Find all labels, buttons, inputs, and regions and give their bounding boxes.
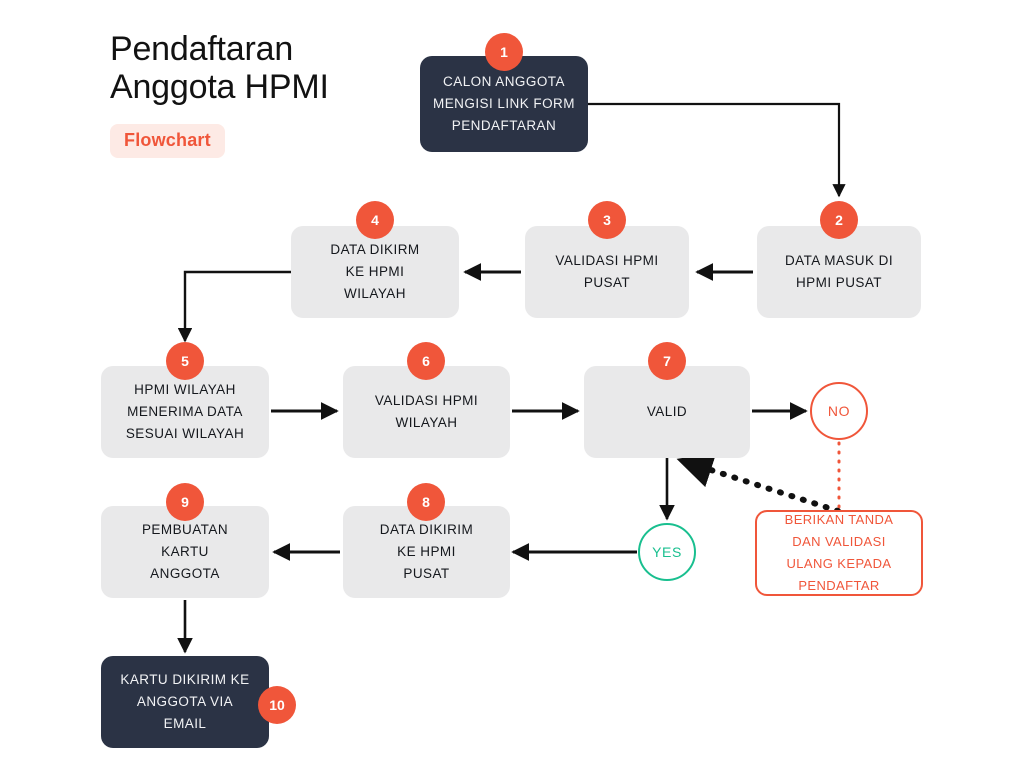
node-step-10[interactable]: KARTU DIKIRIM KE ANGGOTA VIA EMAIL <box>101 656 269 748</box>
step-badge-2: 2 <box>820 201 858 239</box>
decision-yes[interactable]: YES <box>638 523 696 581</box>
step-number: 7 <box>663 353 671 369</box>
node-label: PEMBUATAN KARTU ANGGOTA <box>141 522 229 581</box>
step-badge-3: 3 <box>588 201 626 239</box>
step-number: 5 <box>181 353 189 369</box>
edge-4-to-5 <box>177 270 291 343</box>
step-number: 3 <box>603 212 611 228</box>
node-step-3[interactable]: VALIDASI HPMI PUSAT <box>525 226 689 318</box>
node-label: DATA DIKIRIM KE HPMI PUSAT <box>379 522 474 581</box>
node-label: VALID <box>646 404 688 420</box>
step-badge-8: 8 <box>407 483 445 521</box>
note-label: BERIKAN TANDA DAN VALIDASI ULANG KEPADA … <box>784 512 894 593</box>
step-number: 8 <box>422 494 430 510</box>
node-step-8[interactable]: DATA DIKIRIM KE HPMI PUSAT <box>343 506 510 598</box>
step-badge-1: 1 <box>485 33 523 71</box>
decision-label: NO <box>827 403 851 419</box>
step-badge-5: 5 <box>166 342 204 380</box>
decision-no[interactable]: NO <box>810 382 868 440</box>
node-step-4[interactable]: DATA DIKIRM KE HPMI WILAYAH <box>291 226 459 318</box>
node-label: VALIDASI HPMI PUSAT <box>555 253 659 290</box>
node-label: KARTU DIKIRIM KE ANGGOTA VIA EMAIL <box>120 672 250 731</box>
step-number: 6 <box>422 353 430 369</box>
node-label: CALON ANGGOTA MENGISI LINK FORM PENDAFTA… <box>433 74 575 133</box>
step-badge-10: 10 <box>258 686 296 724</box>
step-number: 4 <box>371 212 379 228</box>
flowchart-badge: Flowchart <box>110 124 225 158</box>
step-badge-4: 4 <box>356 201 394 239</box>
page-title: Pendaftaran Anggota HPMI <box>110 30 329 107</box>
node-step-5[interactable]: HPMI WILAYAH MENERIMA DATA SESUAI WILAYA… <box>101 366 269 458</box>
step-badge-9: 9 <box>166 483 204 521</box>
step-badge-6: 6 <box>407 342 445 380</box>
note-revalidate[interactable]: BERIKAN TANDA DAN VALIDASI ULANG KEPADA … <box>755 510 923 596</box>
node-label: HPMI WILAYAH MENERIMA DATA SESUAI WILAYA… <box>125 382 245 441</box>
node-step-9[interactable]: PEMBUATAN KARTU ANGGOTA <box>101 506 269 598</box>
step-number: 9 <box>181 494 189 510</box>
step-number: 2 <box>835 212 843 228</box>
node-label: VALIDASI HPMI WILAYAH <box>374 393 479 430</box>
node-step-7[interactable]: VALID <box>584 366 750 458</box>
node-step-1[interactable]: CALON ANGGOTA MENGISI LINK FORM PENDAFTA… <box>420 56 588 152</box>
edge-1-to-2 <box>588 102 846 198</box>
node-step-2[interactable]: DATA MASUK DI HPMI PUSAT <box>757 226 921 318</box>
step-number: 10 <box>269 697 285 713</box>
node-step-6[interactable]: VALIDASI HPMI WILAYAH <box>343 366 510 458</box>
edge-note-to-7 <box>676 452 841 514</box>
node-label: DATA MASUK DI HPMI PUSAT <box>784 253 894 290</box>
step-number: 1 <box>500 44 508 60</box>
node-label: DATA DIKIRM KE HPMI WILAYAH <box>330 242 420 301</box>
decision-label: YES <box>652 544 682 560</box>
step-badge-7: 7 <box>648 342 686 380</box>
